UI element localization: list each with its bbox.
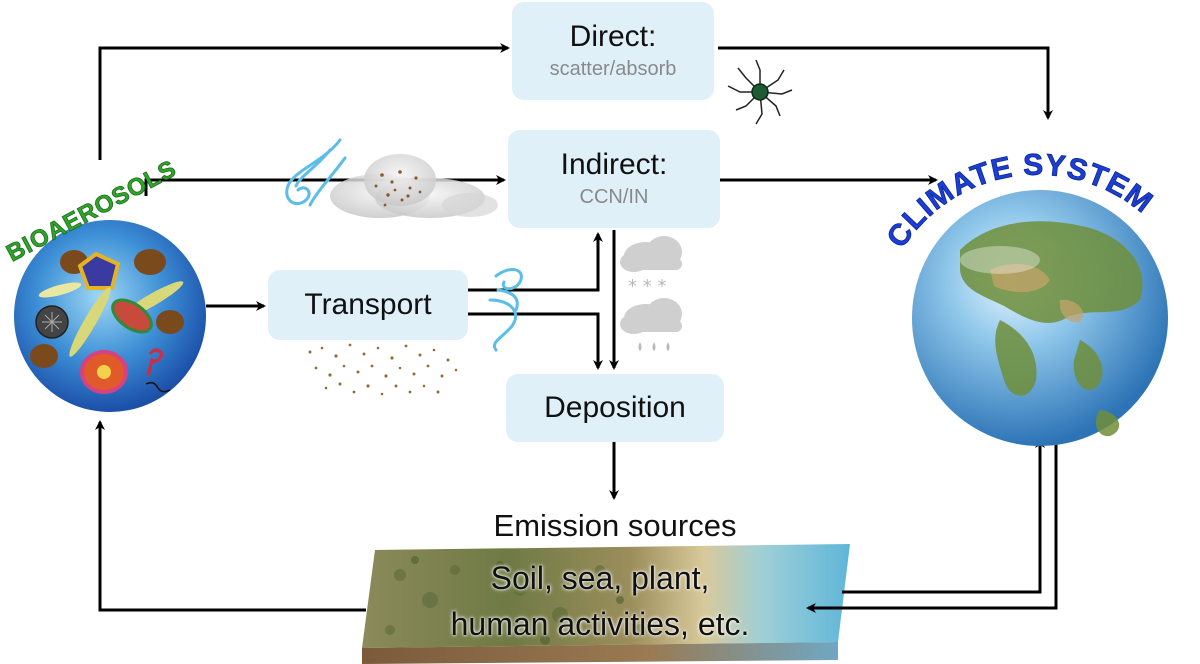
transport-title: Transport	[304, 288, 432, 321]
direct-subtitle: scatter/absorb	[549, 58, 677, 80]
transport-particles	[308, 343, 458, 396]
emission-line-2: human activities, etc.	[450, 606, 750, 642]
arrow-climate-to-emission	[806, 436, 1058, 613]
arrow-emission-to-climate	[842, 438, 1045, 594]
arrow-transport-to-indirect	[468, 232, 603, 292]
virus-particle-icon	[727, 59, 793, 125]
microbe-shapes	[30, 249, 184, 394]
globe-icon: CLIMATE SYSTEM	[880, 148, 1168, 446]
particle-cluster	[374, 170, 422, 207]
wind-swirl-icon	[285, 138, 347, 207]
direct-title: Direct:	[569, 20, 657, 53]
emission-line-1: Soil, sea, plant,	[490, 560, 710, 596]
bioaerosols-sphere: BIOAEROSOLS	[2, 155, 206, 412]
indirect-box: Indirect: CCN/IN	[508, 130, 720, 228]
arrow-emission-to-bio	[95, 420, 366, 612]
emission-title: Emission sources	[493, 508, 737, 543]
deposition-box: Deposition	[506, 374, 724, 442]
arrow-bio-to-direct	[98, 43, 510, 160]
arrow-direct-to-climate	[718, 46, 1053, 120]
svg-text:* * *: * * *	[628, 276, 666, 297]
terrain-block-icon	[362, 544, 850, 664]
indirect-subtitle: CCN/IN	[579, 186, 649, 208]
arrow-transport-to-deposition	[468, 312, 603, 370]
direct-box: Direct: scatter/absorb	[512, 2, 714, 100]
transport-box: Transport	[268, 270, 468, 340]
indirect-title: Indirect:	[560, 148, 668, 181]
cloud-icon	[330, 154, 498, 218]
snow-cloud-icon: * * *	[620, 236, 682, 297]
wind-swirl-icon	[488, 267, 523, 352]
deposition-title: Deposition	[544, 391, 686, 424]
rain-cloud-icon	[620, 298, 682, 351]
